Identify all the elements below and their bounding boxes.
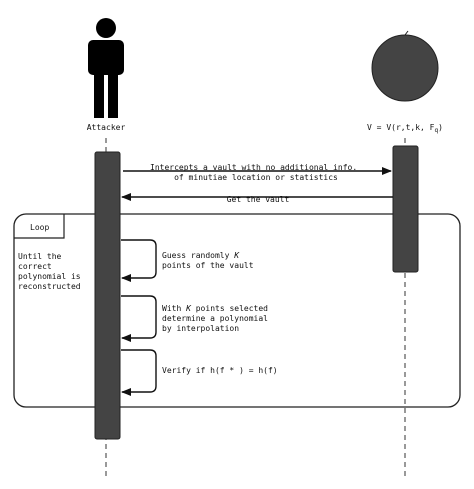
attacker-figure-icon: [88, 18, 124, 118]
interpolate-step-label: With K points selected determine a polyn…: [162, 304, 273, 333]
intercept-message-label: Intercepts a vault with no additional in…: [150, 163, 362, 182]
loop-frame: [13, 213, 461, 408]
intercept-line-2: of minutiae location or statistics: [174, 173, 338, 182]
attacker-activation-bar: [94, 151, 121, 440]
interpolate-self-arrow: [121, 295, 157, 342]
interpolate-line-1-post: points selected: [191, 304, 268, 313]
vault-actor: [371, 30, 439, 102]
interpolate-line-3: by interpolation: [162, 324, 239, 333]
loop-guard-line: polynomial is: [18, 272, 81, 281]
guess-line-1-var: K: [233, 251, 240, 260]
interpolate-line-1-var: K: [185, 304, 192, 313]
guess-line-1-pre: Guess randomly: [162, 251, 234, 260]
verify-self-arrow: [121, 349, 157, 396]
get-vault-label: Get the vault: [227, 195, 290, 204]
intercept-line-1: Intercepts a vault with no additional in…: [150, 163, 357, 172]
guess-self-arrow: [121, 239, 157, 282]
loop-guard-line: correct: [18, 262, 52, 271]
vault-label-main: V = V(r,t,k, F: [367, 123, 435, 132]
loop-guard-line: Until the: [18, 252, 62, 261]
verify-step-label: Verify if h(f * ) = h(f): [162, 366, 278, 375]
guess-step-label: Guess randomly K points of the vault: [162, 251, 254, 270]
loop-guard: Until the correct polynomial is reconstr…: [18, 252, 85, 291]
loop-frame-tab: [14, 214, 65, 239]
vault-label-subscript: q: [434, 127, 438, 134]
vault-circle-icon: [371, 34, 439, 102]
attacker-label: Attacker: [87, 123, 126, 132]
loop-guard-line: reconstructed: [18, 282, 81, 291]
vault-activation-bar: [392, 145, 419, 273]
loop-title: Loop: [30, 223, 49, 232]
interpolate-line-1-pre: With: [162, 304, 186, 313]
vault-label: V = V(r,t,k, Fq): [367, 123, 443, 134]
interpolate-line-2: determine a polynomial: [162, 314, 268, 323]
vault-label-end: ): [438, 123, 443, 132]
guess-line-2: points of the vault: [162, 261, 254, 270]
